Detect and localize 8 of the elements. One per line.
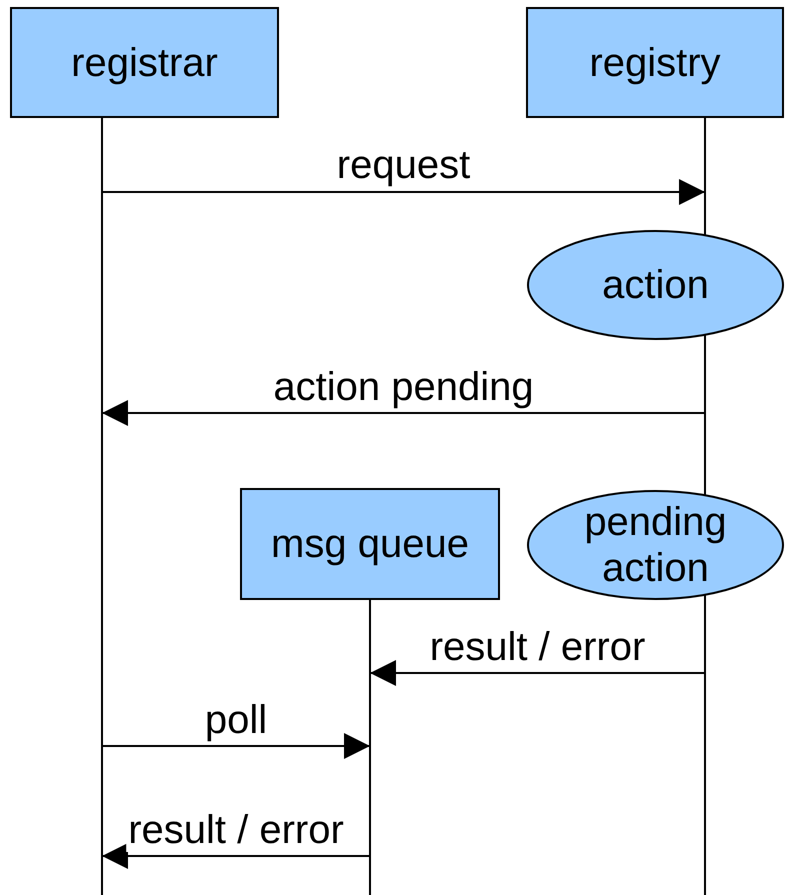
participant-box: msg queue (240, 488, 500, 600)
message-arrow (102, 400, 705, 426)
participant-box: registrar (10, 7, 279, 118)
message-arrow (102, 179, 705, 205)
message-arrow (370, 660, 705, 686)
participant-box: registry (526, 7, 784, 118)
message-arrow (102, 843, 370, 869)
message-arrow (102, 733, 370, 759)
